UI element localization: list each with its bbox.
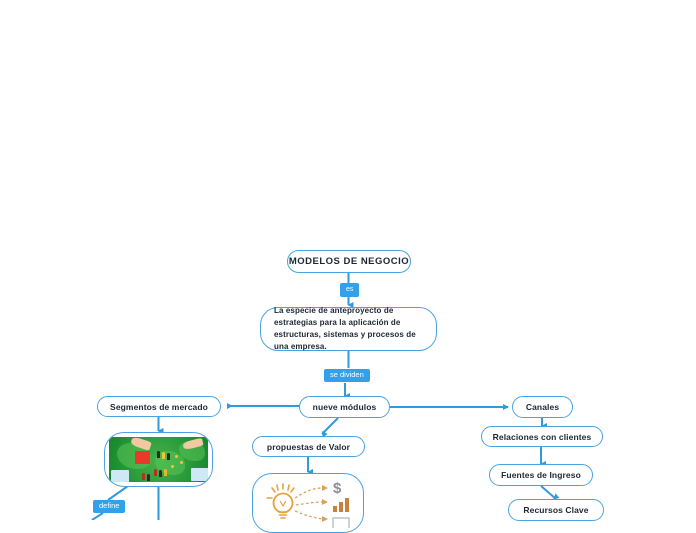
node-label: MODELOS DE NEGOCIO [288,256,410,267]
node-nueve-modulos[interactable]: nueve módulos [299,396,390,418]
node-relaciones-con-clientes[interactable]: Relaciones con clientes [481,426,603,447]
node-label: propuestas de Valor [266,441,351,452]
node-label: Segmentos de mercado [110,401,208,412]
node-segments-image[interactable] [104,432,213,487]
node-label: Recursos Clave [523,505,589,515]
node-segmentos-de-mercado[interactable]: Segmentos de mercado [97,396,221,417]
node-value-image[interactable]: $ [252,473,364,533]
badge-define[interactable]: define [93,500,126,513]
market-segments-photo [109,437,208,482]
edge-define-downward [91,512,104,520]
node-label: Canales [525,402,560,412]
badge-label: define [99,501,120,510]
node-propuestas-de-valor[interactable]: propuestas de Valor [252,436,365,457]
badge-se-dividen[interactable]: se dividen [324,369,370,382]
node-definition[interactable]: La especie de anteproyecto de estrategia… [260,306,437,351]
svg-text:$: $ [333,480,342,497]
node-label: La especie de anteproyecto de estrategia… [274,306,416,351]
value-proposition-illustration: $ [257,478,359,528]
node-label: Fuentes de Ingreso [501,470,581,480]
node-label: Relaciones con clientes [492,431,592,442]
mindmap-canvas: MODELOS DE NEGOCIO es La especie de ante… [91,250,604,533]
node-label: nueve módulos [312,402,377,412]
node-modelos-de-negocio[interactable]: MODELOS DE NEGOCIO [287,250,411,273]
badge-label: se dividen [330,370,364,379]
edge-modules-to-value [321,417,339,438]
node-canales[interactable]: Canales [512,396,573,418]
node-fuentes-de-ingreso[interactable]: Fuentes de Ingreso [489,464,593,486]
edge-image-to-define [107,485,129,501]
badge-label: es [346,286,354,293]
node-recursos-clave[interactable]: Recursos Clave [508,499,604,521]
badge-es[interactable]: es [340,283,360,297]
edge-revenue-to-resources [540,485,560,500]
